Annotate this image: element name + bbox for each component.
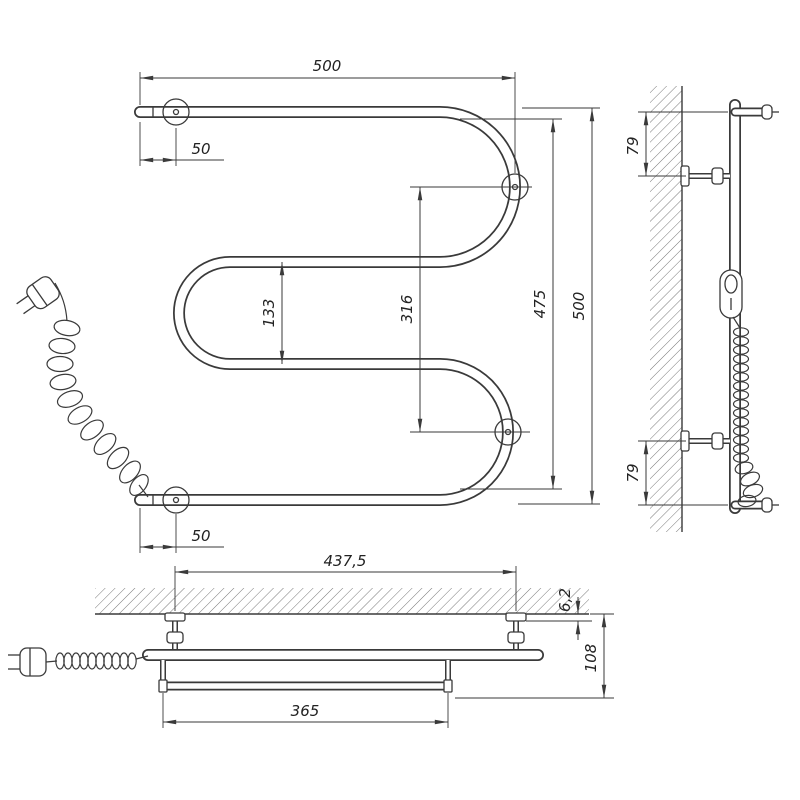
bottom-end-cap xyxy=(761,497,773,513)
top-end-cap xyxy=(761,104,773,120)
dim-label-rail-span: 365 xyxy=(291,702,320,720)
power-plug-bottom xyxy=(8,647,58,677)
side-bracket-bottom xyxy=(680,430,730,452)
dim-label-front-inner-height: 475 xyxy=(531,290,549,319)
dim-bottom-wall-plate: 6,2 xyxy=(526,588,592,640)
dim-label-wall-plate: 6,2 xyxy=(556,588,574,612)
wall-hatch-side xyxy=(650,86,682,532)
dim-bottom-rail-span: 365 xyxy=(162,693,449,728)
plug-cable xyxy=(54,282,68,322)
plug-body xyxy=(26,276,60,310)
dim-front-overall-width: 500 xyxy=(139,57,516,173)
dim-front-bracket-span: 316 xyxy=(398,186,532,433)
dim-front-middle-gap: 133 xyxy=(260,262,285,364)
front-view: 500 50 133 316 475 xyxy=(16,57,600,553)
dim-label-front-bracket-span: 316 xyxy=(398,295,416,324)
dim-label-front-middle-gap: 133 xyxy=(260,299,278,328)
dim-label-side-offset-bottom: 79 xyxy=(624,463,642,482)
dim-bottom-bracket-span: 437,5 xyxy=(174,552,517,611)
dim-front-offset-bottom: 50 xyxy=(139,508,224,553)
rail-bottom-profile xyxy=(142,649,544,693)
wall-bracket-top-left xyxy=(162,98,190,126)
plug-cable xyxy=(45,660,58,663)
dim-label-bracket-span: 437,5 xyxy=(324,552,367,570)
dim-front-overall-height: 500 xyxy=(518,107,600,505)
dim-side-offset-top: 79 xyxy=(624,111,728,177)
bottom-bracket-right xyxy=(505,612,527,650)
wall-section-side xyxy=(650,86,683,532)
towel-rail-serpentine xyxy=(134,106,521,506)
dim-side-offset-bottom: 79 xyxy=(624,440,728,506)
wall-section-bottom xyxy=(95,588,589,615)
dim-front-inner-height: 475 xyxy=(460,118,562,490)
plug-body xyxy=(19,647,47,677)
wall-hatch-bottom xyxy=(95,588,589,614)
dim-label-depth: 108 xyxy=(582,644,600,673)
bend-cap-right xyxy=(443,679,453,693)
side-bracket-top xyxy=(680,165,730,187)
bottom-bracket-left xyxy=(164,612,186,650)
heating-element-housing xyxy=(719,269,743,319)
side-view: 79 79 xyxy=(624,86,779,532)
dim-bottom-depth: 108 xyxy=(455,613,614,699)
power-plug-front xyxy=(16,276,68,322)
wall-bracket-bottom-left xyxy=(162,486,190,514)
bottom-view: 437,5 365 6,2 108 xyxy=(8,552,614,728)
dim-front-offset-top: 50 xyxy=(139,122,224,166)
coiled-cable-bottom xyxy=(55,652,149,670)
dim-label-front-offset-bottom: 50 xyxy=(191,527,210,545)
plug-prong xyxy=(23,305,36,315)
dim-label-side-offset-top: 79 xyxy=(624,136,642,155)
dim-label-front-offset-top: 50 xyxy=(191,140,210,158)
dim-label-front-width: 500 xyxy=(313,57,342,75)
plug-prong xyxy=(16,295,29,305)
dim-label-front-overall-height: 500 xyxy=(570,292,588,321)
coiled-cable-front xyxy=(46,319,149,498)
bend-cap-left xyxy=(158,679,168,693)
coiled-cable-side xyxy=(732,316,764,508)
